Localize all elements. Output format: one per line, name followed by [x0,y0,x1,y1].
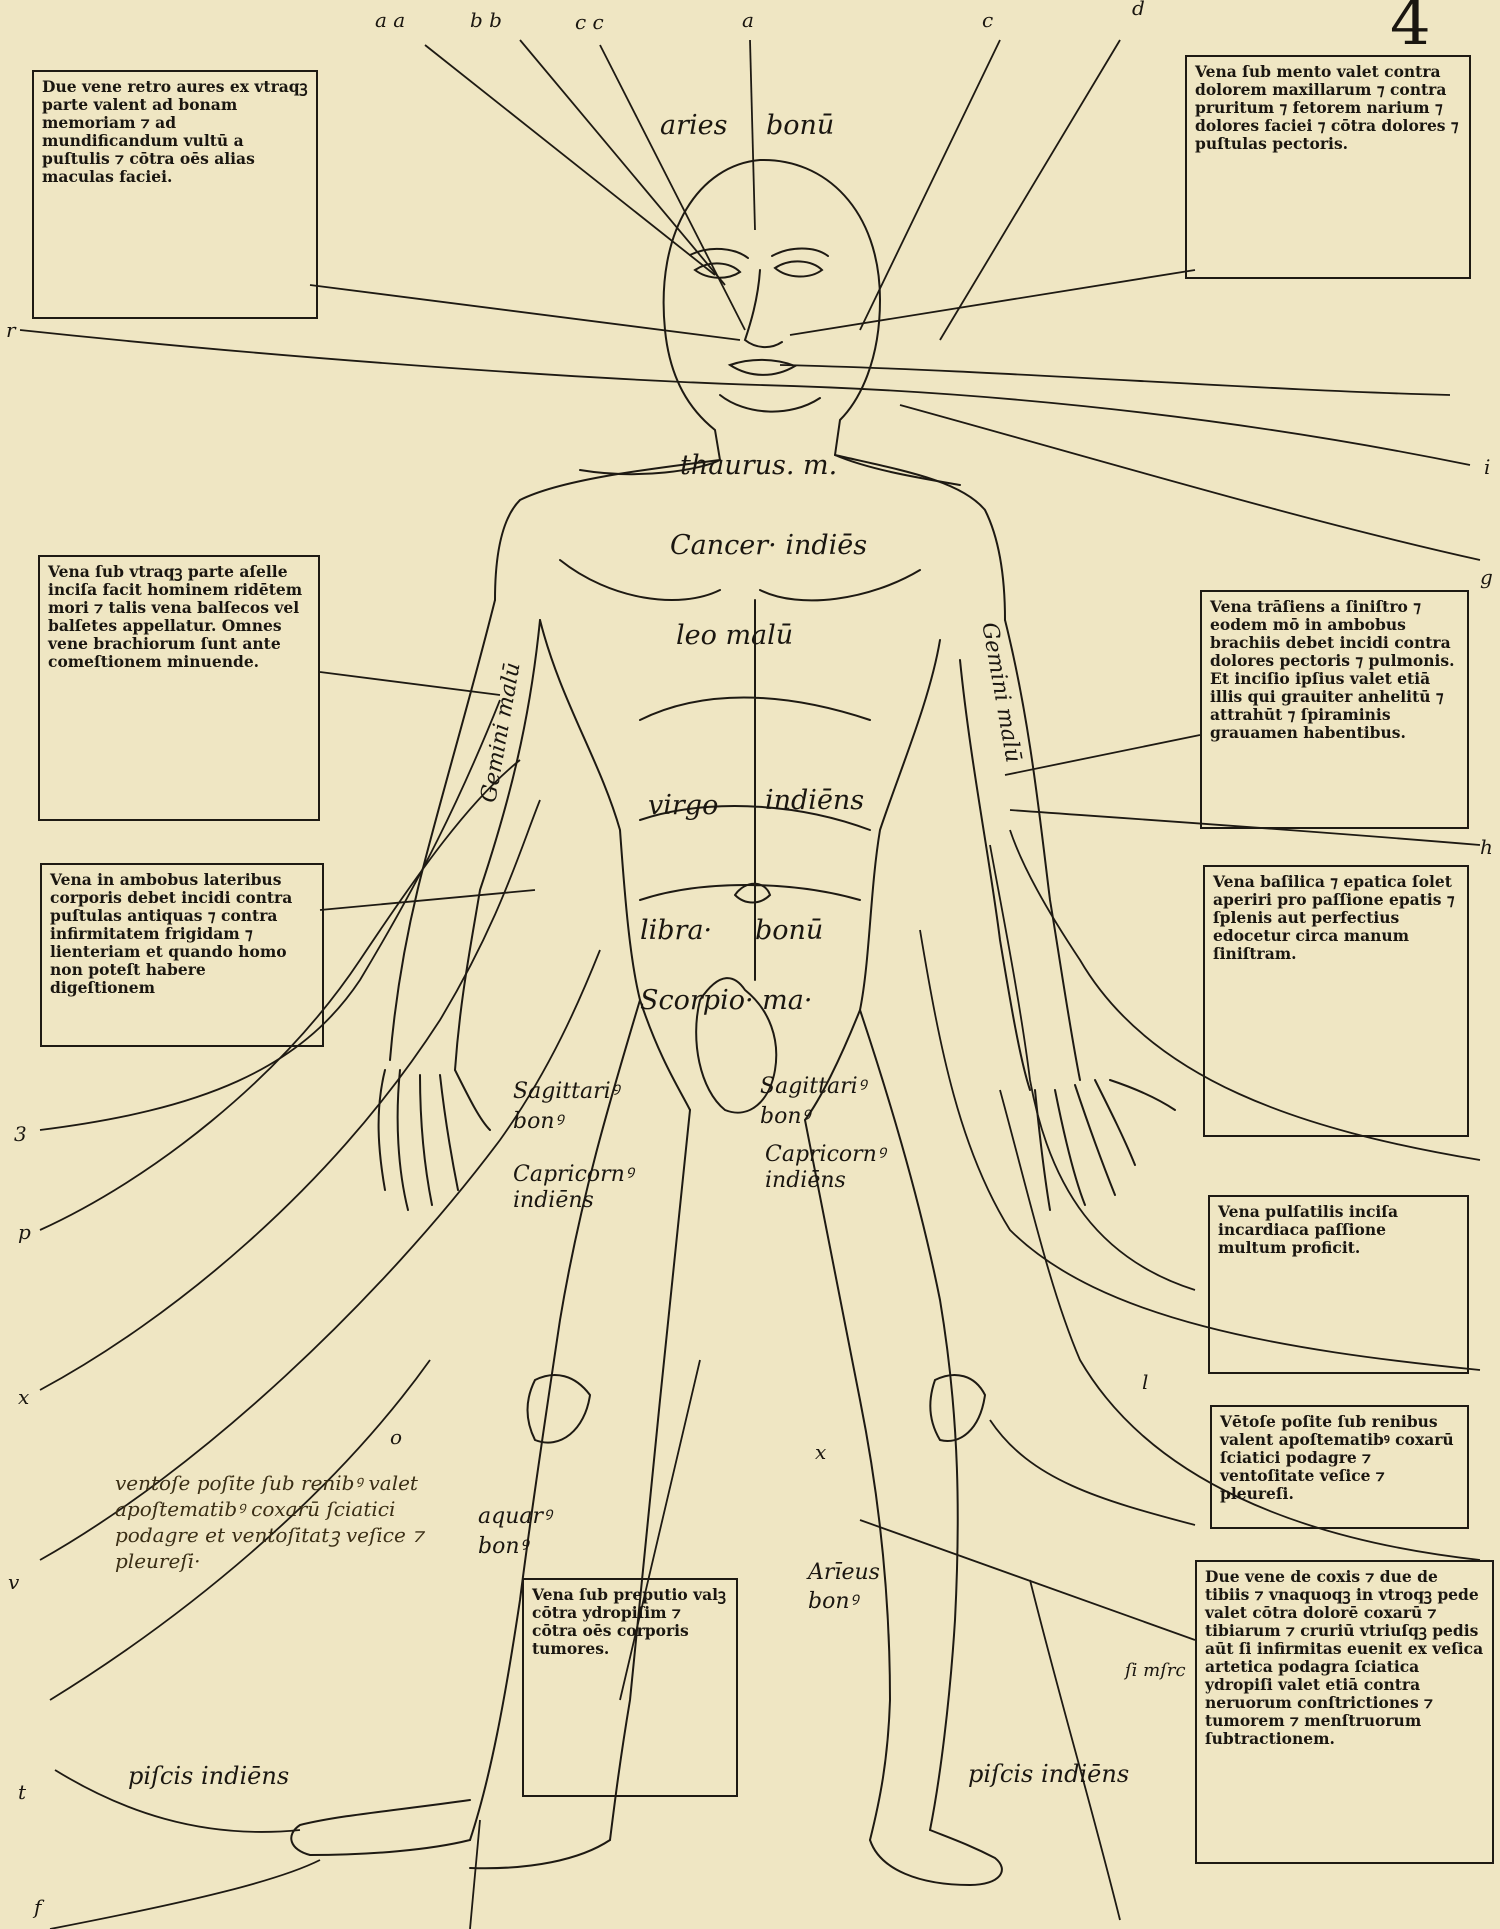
top-letter: c c [575,10,604,34]
zodiac-sagittarius-left: Sagittariꝰ bonꝰ [513,1075,643,1135]
zodiac-leo: leo malū [676,620,793,651]
pointer-line [860,40,1000,330]
text-box-right-2: Vena baſilica ⁊ epatica ſolet aperiri pr… [1203,865,1469,1137]
pointer-line [320,890,535,910]
edge-letter: v [8,1570,19,1594]
pointer-line [990,845,1195,1290]
text-box-right-4: Vētoſe poſite ſub renibus valent apoſtem… [1210,1405,1469,1529]
top-letter: b b [470,8,502,32]
pointer-line [1005,735,1200,775]
top-letter: d [1132,0,1145,20]
box-text: Vena in ambobus lateribus corporis debet… [42,865,322,997]
pointer-line [790,270,1195,335]
right-eye [775,261,822,276]
top-letter: c [982,8,993,32]
text-box-left-low: Vena in ambobus lateribus corporis debet… [40,863,324,1047]
box-text: Due vene retro aures ex vtraqꝫ parte val… [34,72,316,186]
box-text: Due vene de coxis ⁊ due de tibiis ⁊ vnaq… [1197,1562,1492,1748]
edge-letter: i [1484,455,1490,479]
inner-mark: o [390,1425,402,1449]
inner-mark: ſi mſrc [1125,1660,1186,1681]
right-knee [930,1375,985,1441]
edge-letter: r [6,318,16,342]
chest [560,560,920,600]
text-box-right-1: Vena trāſiens a ſiniſtro ⁊ eodem mō in a… [1200,590,1469,829]
text-box-right-3: Vena pulſatilis inciſa incardiaca paſſio… [1208,1195,1469,1374]
folio-number: 4 [1390,0,1431,60]
left-hand [379,1070,490,1210]
edge-letter: t [18,1780,26,1804]
pointer-line [520,40,725,285]
right-foot [870,1830,1002,1885]
eyebrows [690,249,828,259]
zodiac-scorpio: Scorpio· ma· [640,985,812,1016]
box-text: Vena pulſatilis inciſa incardiaca paſſio… [1210,1197,1467,1257]
zodiac-libra: libra· [640,915,712,946]
pointer-line [750,40,755,230]
pointer-line [1030,1580,1120,1920]
box-text: Vena ſub mento valet contra dolorem maxi… [1187,57,1469,153]
zodiac-capricorn-right: Capricornꝰ indiēns [765,1138,915,1193]
box-text: Vena trāſiens a ſiniſtro ⁊ eodem mō in a… [1202,592,1467,742]
zodiac-capricorn-left: Capricornꝰ indiēns [513,1158,663,1213]
pointer-line [600,45,745,330]
navel [735,884,770,903]
head-outline [664,160,880,460]
text-box-top-right: Vena ſub mento valet contra dolorem maxi… [1185,55,1471,279]
right-hand [1035,1080,1175,1210]
mouth [730,360,795,375]
zodiac-virgo: virgo [648,790,718,821]
zodiac-virgo-quality: indiēns [765,785,864,816]
edge-letter: p [18,1220,31,1244]
handwritten-note: ventoſe poſite ſub renibꝰ valet apoſtema… [115,1470,435,1574]
zodiac-aries-quality: bonū [766,110,834,141]
right-leg [805,1010,958,1840]
text-box-right-5: Due vene de coxis ⁊ due de tibiis ⁊ vnaq… [1195,1560,1494,1864]
zodiac-taurus: thaurus. m. [680,450,837,481]
zodiac-cancer: Cancer· indiēs [670,530,867,561]
edge-letter: x [18,1385,29,1409]
zodiac-pisces-left: piſcis indiēns [128,1762,289,1790]
top-letter: a a [375,8,405,32]
zodiac-aquarius: aquarꝰ bonꝰ [478,1500,588,1560]
zodiac-libra-quality: bonū [755,915,823,946]
zodiac-sagittarius-right: Sagittariꝰ bonꝰ [760,1070,900,1130]
edge-letter: g [1480,565,1493,589]
edge-letter: 3 [14,1122,27,1146]
box-text: Vena ſub vtraqꝫ parte aſelle inciſa faci… [40,557,318,671]
pointer-line [425,45,715,275]
zodiac-aries-leg: Arīeus bonꝰ [808,1560,918,1615]
pointer-line [310,285,740,340]
edge-letter: f [34,1895,41,1919]
top-letter: a [742,8,754,32]
left-knee [528,1375,591,1443]
inner-mark: x [815,1440,826,1464]
box-text: Vētoſe poſite ſub renibus valent apoſtem… [1212,1407,1467,1503]
text-box-top-left: Due vene retro aures ex vtraqꝫ parte val… [32,70,318,319]
pointer-line [50,1860,320,1929]
box-text: Vena baſilica ⁊ epatica ſolet aperiri pr… [1205,867,1467,963]
pointer-line [900,405,1480,560]
zodiac-pisces-right: piſcis indiēns [968,1760,1129,1788]
nose [745,270,782,347]
pointer-line [20,330,1470,465]
box-text: Vena ſub preputio valꝫ cōtra ydropiſim ⁊… [524,1580,736,1658]
chin-beard [720,395,820,412]
text-box-left-mid: Vena ſub vtraqꝫ parte aſelle inciſa faci… [38,555,320,821]
inner-mark: l [1142,1370,1148,1394]
text-box-bottom-center: Vena ſub preputio valꝫ cōtra ydropiſim ⁊… [522,1578,738,1797]
pointer-line [940,40,1120,340]
pointer-line [990,1420,1195,1525]
zodiac-aries: aries [660,110,727,141]
edge-letter: h [1480,835,1493,859]
left-foot [291,1800,610,1868]
